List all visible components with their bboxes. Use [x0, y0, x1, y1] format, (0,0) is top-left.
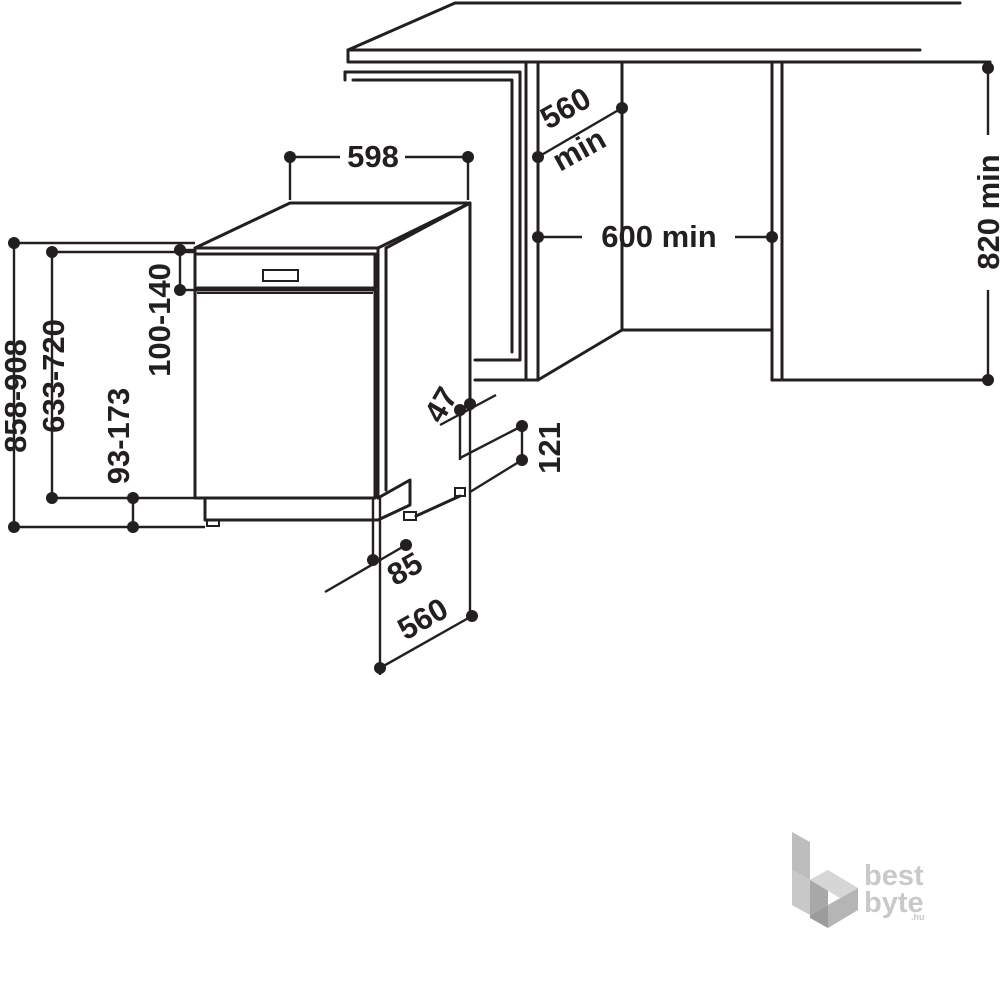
- right-cabinet: [770, 60, 990, 382]
- label-633-720: 633-720: [36, 319, 71, 433]
- logo-suffix: .hu: [911, 912, 925, 922]
- countertop: [346, 1, 992, 64]
- dishwasher: [193, 201, 472, 527]
- logo-line1: best: [864, 860, 924, 892]
- dim-93-173: [127, 492, 139, 533]
- dim-121: [459, 420, 528, 494]
- label-47: 47: [417, 381, 465, 428]
- dim-600-min: [532, 231, 778, 243]
- dim-598: [284, 151, 474, 200]
- logo-line2: byte: [864, 887, 924, 919]
- dim-560: [374, 498, 478, 675]
- bestbyte-logo: best byte .hu: [792, 832, 925, 928]
- dim-85: [324, 498, 412, 594]
- label-820-min: 820 min: [971, 154, 1000, 269]
- left-cabinet: [343, 60, 540, 382]
- dim-47: [439, 393, 497, 612]
- label-100-140: 100-140: [142, 263, 177, 377]
- label-600-min: 600 min: [601, 219, 716, 254]
- label-85: 85: [381, 545, 428, 593]
- label-560: 560: [392, 591, 454, 647]
- control-panel-display: [262, 269, 299, 282]
- label-93-173: 93-173: [101, 388, 136, 485]
- dim-858-908: [8, 237, 205, 533]
- label-598: 598: [347, 139, 399, 174]
- label-858-908: 858-908: [0, 339, 33, 453]
- dim-560-min: [532, 102, 628, 163]
- label-121: 121: [532, 422, 567, 474]
- bestbyte-cube-icon: [792, 832, 858, 928]
- dim-633-720: [46, 246, 195, 504]
- dim-820-min: [982, 62, 994, 386]
